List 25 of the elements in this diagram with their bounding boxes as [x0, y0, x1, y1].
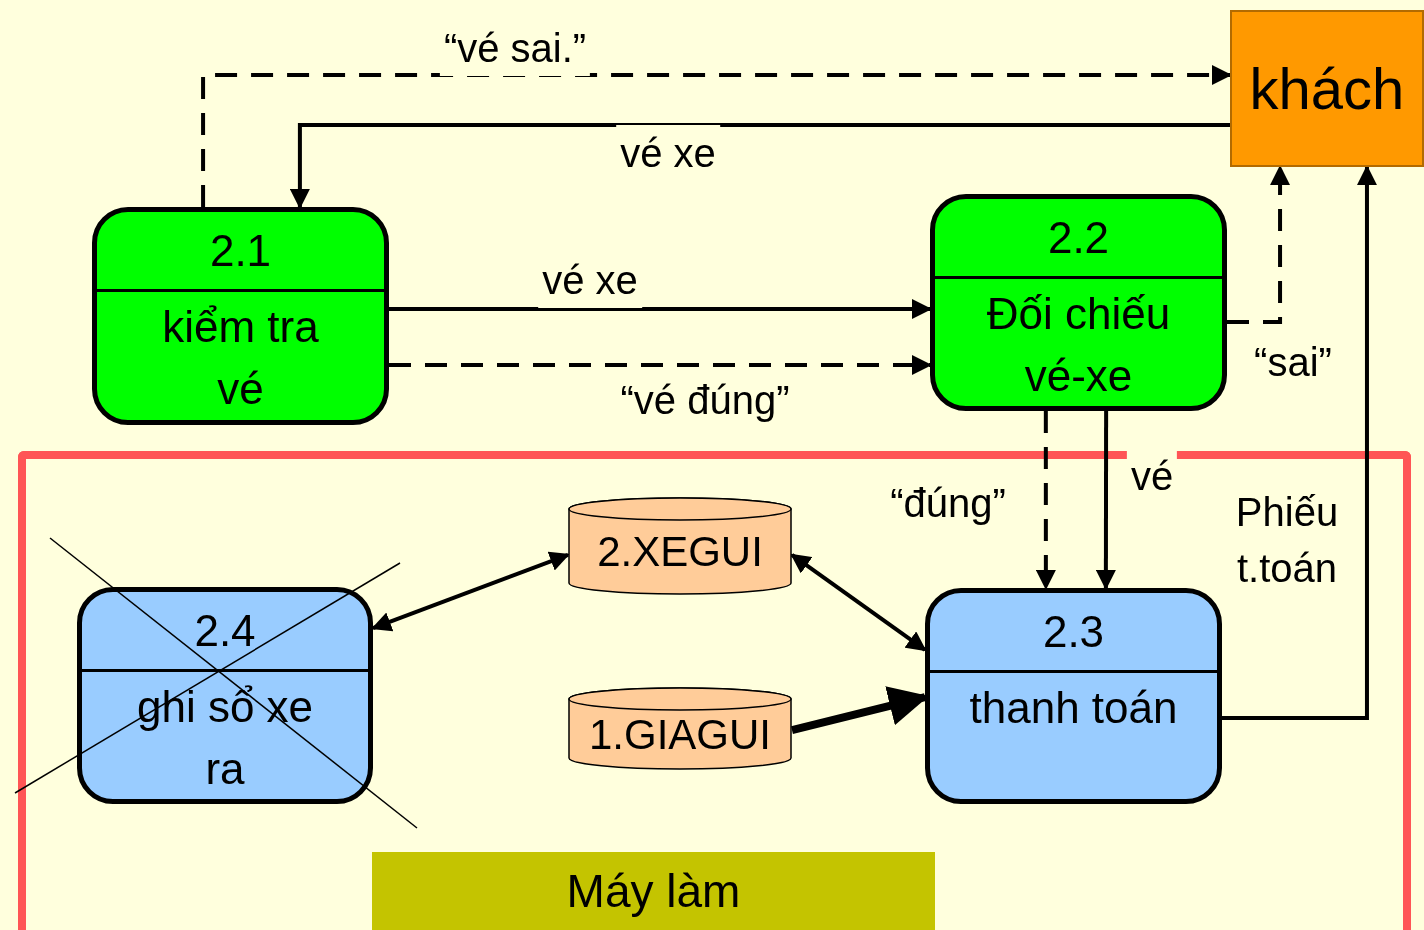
dashed-arrow: [1035, 411, 1056, 590]
process-box: [925, 588, 1222, 804]
process-number: 2.3: [1042, 609, 1105, 654]
process-number: 2.1: [209, 228, 272, 273]
data-store-name: 1.GIAGUI: [588, 713, 772, 756]
entity-name: khách: [1249, 59, 1405, 118]
arrow: [1222, 165, 1377, 721]
label-band: [372, 852, 935, 930]
dashed-arrow: [389, 355, 932, 375]
dashed-arrow: [1227, 165, 1291, 325]
dashed-arrow: [201, 65, 1232, 207]
process-number: 2.4: [194, 608, 256, 653]
arrow: [1095, 411, 1116, 590]
arrow: [371, 551, 570, 632]
process-name: thanh toán: [969, 682, 1178, 734]
process-box: [930, 194, 1227, 411]
process-box: [77, 587, 373, 804]
process-number: 2.2: [1047, 215, 1110, 260]
external-entity-box: [1230, 10, 1424, 167]
data-store-name: 2.XEGUI: [597, 531, 763, 573]
process-name: kiểm tra vé: [161, 301, 320, 415]
arrow: [389, 299, 932, 319]
process-box: [92, 207, 389, 425]
process-name: Đối chiếu vé-xe: [985, 288, 1172, 402]
arrow: [289, 122, 1230, 209]
